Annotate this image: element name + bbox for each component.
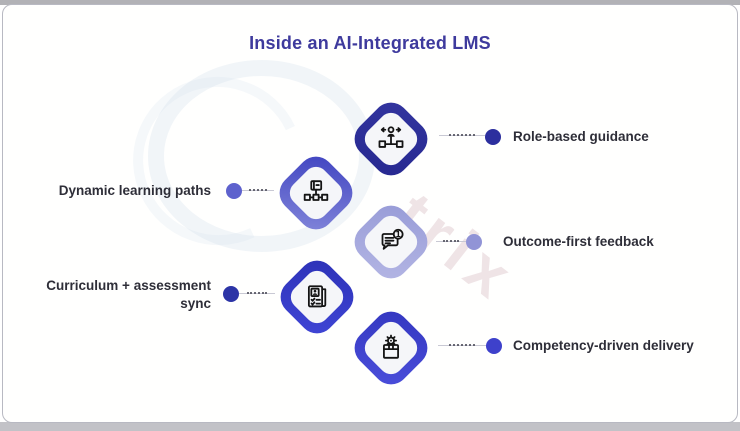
diamond-curriculum-assessment-sync — [273, 253, 361, 341]
svg-text:1: 1 — [395, 230, 401, 239]
top-gray-strip — [0, 0, 740, 5]
diamond-outcome-first-feedback: 1 — [347, 198, 435, 286]
page-title: Inside an AI-Integrated LMS — [249, 33, 491, 53]
feedback-chat-icon: 1 — [374, 225, 408, 259]
diamond-role-based-guidance — [347, 95, 435, 183]
label-curriculum-assessment-sync: Curriculum + assessment sync — [46, 278, 211, 311]
bullet-dot — [226, 183, 242, 199]
bullet-dot — [485, 129, 501, 145]
bullet-dot — [466, 234, 482, 250]
label-outcome-first-feedback: Outcome-first feedback — [503, 234, 654, 249]
assessment-doc-icon — [300, 280, 334, 314]
label-role-based-guidance: Role-based guidance — [513, 129, 649, 144]
label-dynamic-learning-paths: Dynamic learning paths — [58, 183, 211, 198]
learning-network-icon — [299, 176, 333, 210]
connector-line — [438, 343, 486, 346]
diamond-dynamic-learning-paths — [272, 149, 360, 237]
role-routing-icon — [374, 122, 408, 156]
connector-line — [239, 291, 275, 294]
label-competency-driven-delivery: Competency-driven delivery — [513, 338, 694, 353]
bottom-gray-strip — [0, 422, 740, 431]
connector-line — [242, 188, 274, 191]
delivery-box-icon — [374, 331, 408, 365]
infographic-card: trix Inside an AI-Integrated LMS — [2, 4, 738, 423]
bullet-dot — [223, 286, 239, 302]
connector-line — [436, 239, 466, 242]
bullet-dot — [486, 338, 502, 354]
connector-line — [439, 133, 485, 136]
diamond-competency-driven-delivery — [347, 304, 435, 392]
